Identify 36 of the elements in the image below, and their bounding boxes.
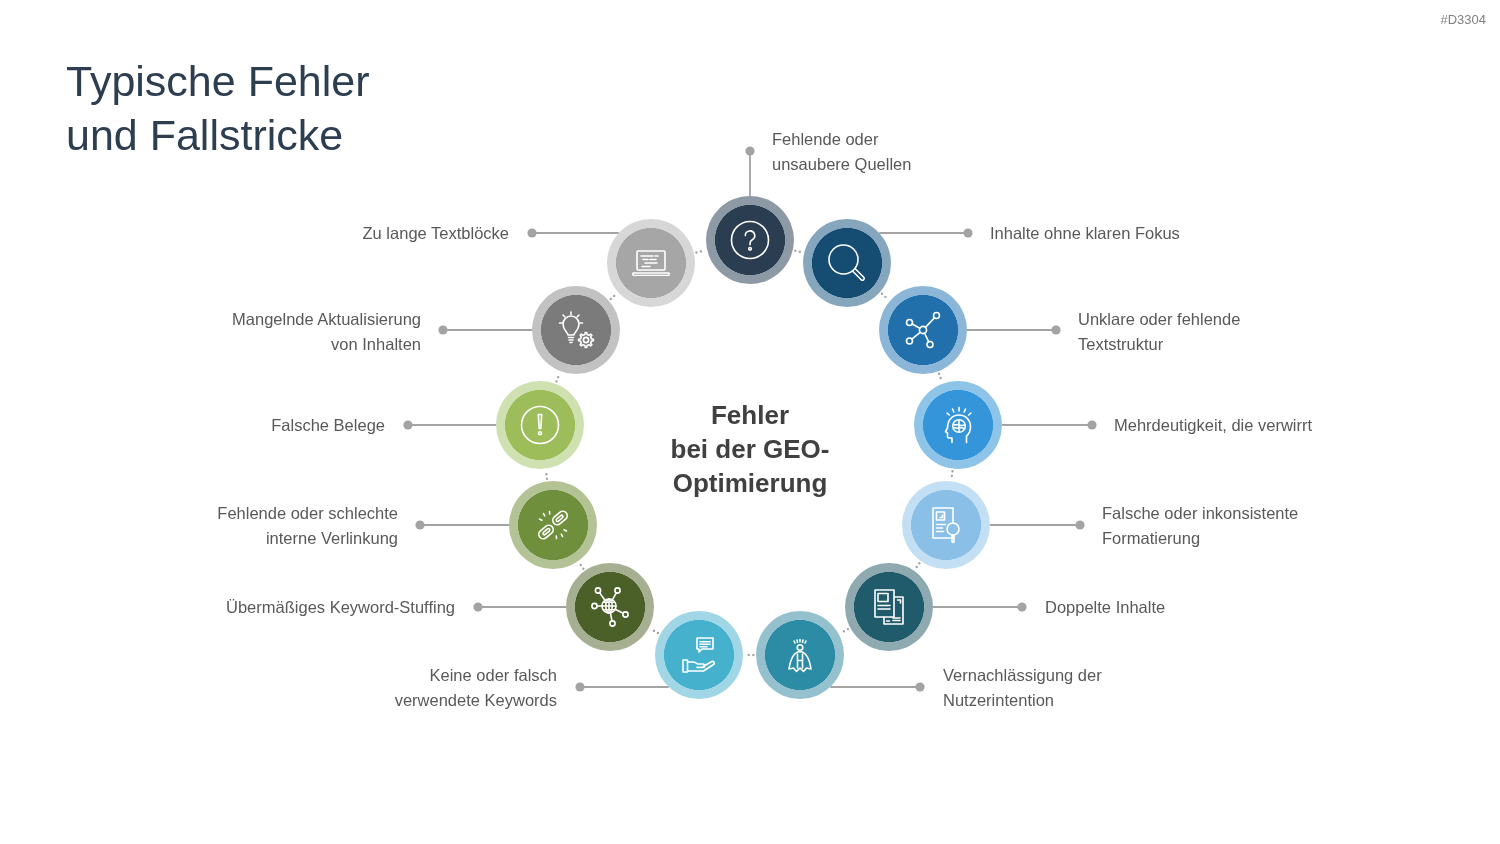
callout-text: Falsche oder inkonsistente Formatierung (1102, 500, 1303, 551)
callout-text: Vernachlässigung der Nutzerintention (943, 662, 1107, 713)
callout-text: Fehlende oder schlechte interne Verlinkung (213, 500, 398, 551)
leader-line (932, 602, 1027, 612)
callout-text: Zu lange Textblöcke (362, 220, 509, 246)
leader-line (415, 520, 510, 530)
center-heading: bei der GEO-Optimierung (669, 433, 831, 500)
leader-line (403, 420, 497, 430)
leader-line (989, 520, 1085, 530)
callout-text: Doppelte Inhalte (1045, 594, 1166, 620)
reference-code: #D3304 (1440, 12, 1486, 28)
callout-text: Mangelnde Aktualisierung von Inhalten (227, 306, 421, 357)
callout-text: Übermäßiges Keyword-Stuffing (226, 594, 455, 620)
dotted-connector (544, 470, 549, 480)
center-heading: Fehler (711, 399, 789, 432)
leader-line (966, 325, 1061, 335)
leader-line (438, 325, 533, 335)
page-title: Typische Fehler und Fallstricke (66, 56, 371, 161)
leader-line (829, 682, 925, 692)
leader-line (878, 228, 973, 238)
dotted-connector (794, 249, 803, 254)
leader-line (473, 602, 567, 612)
leader-line (1001, 420, 1097, 430)
leader-line (575, 682, 670, 692)
callout-text: Inhalte ohne klaren Fokus (990, 220, 1180, 246)
callout-text: Unklare oder fehlende Textstruktur (1078, 306, 1245, 357)
dotted-connector (578, 562, 585, 570)
dotted-connector (914, 562, 921, 570)
callout-text: Keine oder falsch verwendete Keywords (390, 662, 557, 713)
callout-text: Mehrdeutigkeit, die verwirrt (1114, 412, 1313, 438)
dotted-connector (950, 470, 954, 480)
callout-text: Falsche Belege (271, 412, 385, 438)
leader-line (527, 228, 620, 238)
callout-text: Fehlende oder unsaubere Quellen (772, 126, 915, 177)
leader-line (745, 146, 755, 197)
dotted-connector (609, 292, 618, 301)
